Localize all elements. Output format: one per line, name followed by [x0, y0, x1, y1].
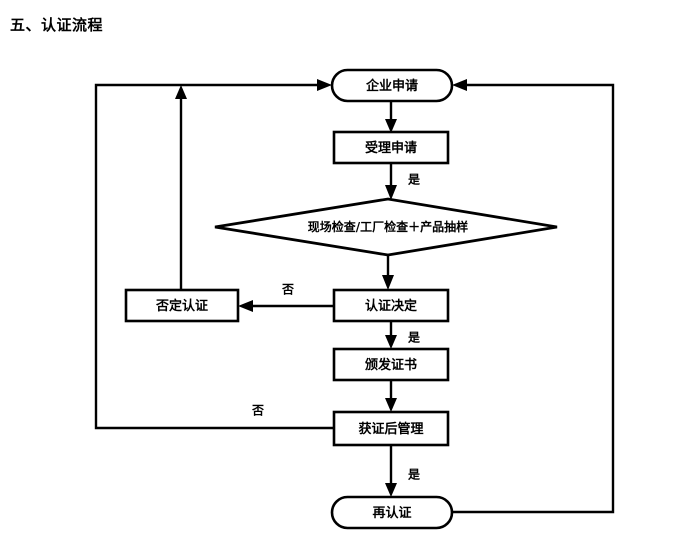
node-label: 现场检查/工厂检查＋产品抽样 [308, 219, 468, 234]
arrow-head-right-icon [317, 79, 332, 91]
node-recertification[interactable]: 再认证 [330, 495, 454, 530]
node-shape-rect [332, 410, 450, 447]
edge-decide-to-issue [385, 321, 397, 349]
node-shape-diamond [214, 197, 558, 257]
edge-label-yes-accept: 是 [407, 173, 421, 187]
node-enterprise-application[interactable]: 企业申请 [330, 68, 454, 103]
node-deny-certification[interactable]: 否定认证 [124, 288, 240, 323]
node-site-and-factory-inspection[interactable]: 现场检查/工厂检查＋产品抽样 [214, 197, 558, 257]
node-label: 获证后管理 [358, 421, 423, 437]
node-shape-stadium [330, 68, 454, 103]
page-title: 五、认证流程 [10, 16, 104, 34]
node-shape-stadium [330, 495, 454, 530]
node-label: 颁发证书 [365, 357, 417, 373]
arrow-head-left-icon [452, 79, 467, 91]
arrow-head-down-icon [385, 335, 397, 349]
node-label: 认证决定 [365, 298, 417, 314]
edge-label-yes-decision: 是 [407, 331, 421, 345]
arrow-head-left-icon [238, 300, 253, 312]
edge-recertify-to-apply [452, 79, 615, 514]
node-shape-rect [332, 347, 450, 382]
edge-inspect-to-decide [382, 254, 394, 290]
arrow-head-up-icon [175, 85, 187, 99]
node-post-certification-management[interactable]: 获证后管理 [332, 410, 450, 447]
arrow-head-down-icon [385, 185, 397, 200]
edge-labels-layer: 是 否 是 否 是 [251, 173, 421, 482]
arrow-head-down-icon [385, 483, 397, 497]
edge-accept-to-inspect [385, 163, 397, 200]
edge-label-yes-postmgmt: 是 [407, 468, 421, 482]
edge-decide-to-reject [238, 300, 334, 312]
arrow-head-down-icon [385, 119, 397, 133]
node-label: 再认证 [372, 505, 411, 521]
node-accept-application[interactable]: 受理申请 [332, 130, 450, 165]
edge-apply-to-accept [385, 101, 397, 133]
node-shape-rect [332, 288, 450, 323]
node-label: 受理申请 [365, 140, 417, 156]
edge-line [94, 83, 334, 430]
arrow-head-down-icon [382, 275, 394, 290]
edge-line [452, 83, 615, 514]
edge-postmgmt-to-apply [94, 79, 334, 430]
edge-label-no-decision: 否 [281, 283, 294, 297]
node-shape-rect [332, 130, 450, 165]
edge-label-no-postmgmt: 否 [251, 404, 264, 418]
edge-postmgmt-to-recertify [385, 445, 397, 497]
edge-issue-to-postmgmt [385, 380, 397, 412]
node-issue-certificate[interactable]: 颁发证书 [332, 347, 450, 382]
node-label: 企业申请 [365, 78, 418, 94]
node-certification-decision[interactable]: 认证决定 [332, 288, 450, 323]
edge-reject-to-apply [175, 85, 187, 290]
arrow-head-down-icon [385, 398, 397, 412]
node-shape-rect [124, 288, 240, 323]
nodes-layer: 企业申请 受理申请 现场检查/工厂检查＋产品抽样 认证决定 否定认证 颁发证书 [124, 68, 558, 530]
node-label: 否定认证 [155, 298, 208, 314]
edges-layer [94, 79, 615, 514]
